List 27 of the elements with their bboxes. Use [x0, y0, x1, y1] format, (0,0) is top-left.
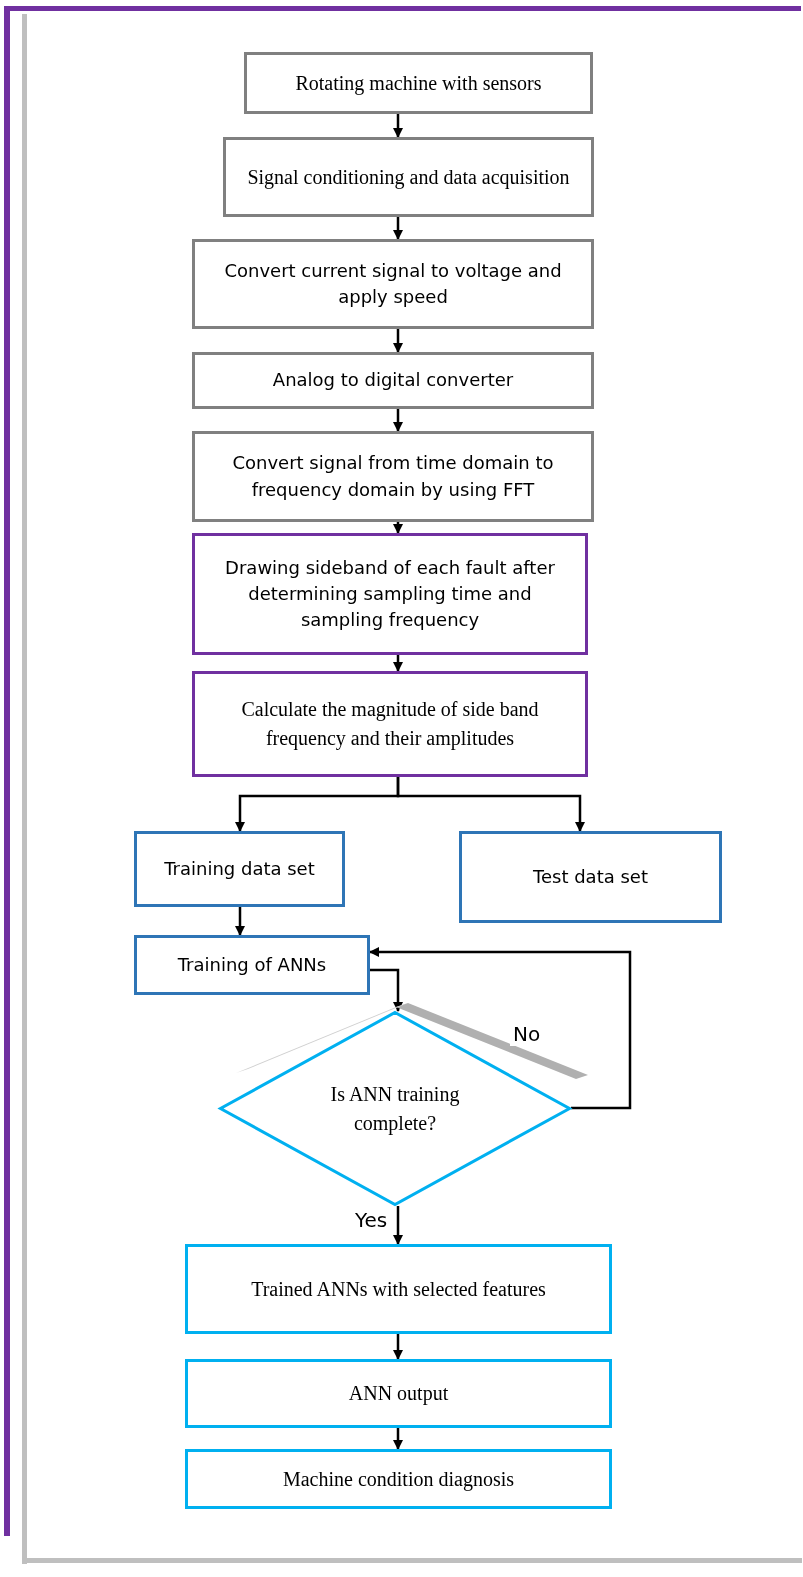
arrow [393, 1334, 403, 1360]
process-box: Analog to digital converter [192, 352, 594, 409]
arrow [393, 329, 403, 353]
process-box: Calculate the magnitude of side band frequency and their amplitudes [192, 671, 588, 777]
arrow [393, 1428, 403, 1450]
process-box: Signal conditioning and data acquisition [223, 137, 594, 217]
arrow [393, 409, 403, 432]
arrow [396, 777, 585, 832]
process-box: Convert current signal to voltage and apply speed [192, 239, 594, 329]
process-box: Rotating machine with sensors [244, 52, 593, 114]
arrow [393, 114, 403, 138]
process-box: Trained ANNs with selected features [185, 1244, 612, 1334]
arrow [235, 907, 245, 936]
process-box: Machine condition diagnosis [185, 1449, 612, 1509]
process-box: Training of ANNs [134, 935, 370, 995]
process-box: Convert signal from time domain to frequency domain by using FFT [192, 431, 594, 522]
arrow [393, 522, 403, 534]
arrow [393, 655, 403, 672]
process-box: ANN output [185, 1359, 612, 1428]
decision-text: Is ANN training complete? [329, 1081, 461, 1137]
process-box: Drawing sideband of each fault after determining sampling time and sampling frequency [192, 533, 588, 655]
arrow [370, 968, 403, 1012]
process-box: Training data set [134, 831, 345, 907]
arrow [393, 1206, 403, 1245]
arrow [393, 217, 403, 240]
arrow [369, 947, 632, 1110]
process-box: Test data set [459, 831, 722, 923]
